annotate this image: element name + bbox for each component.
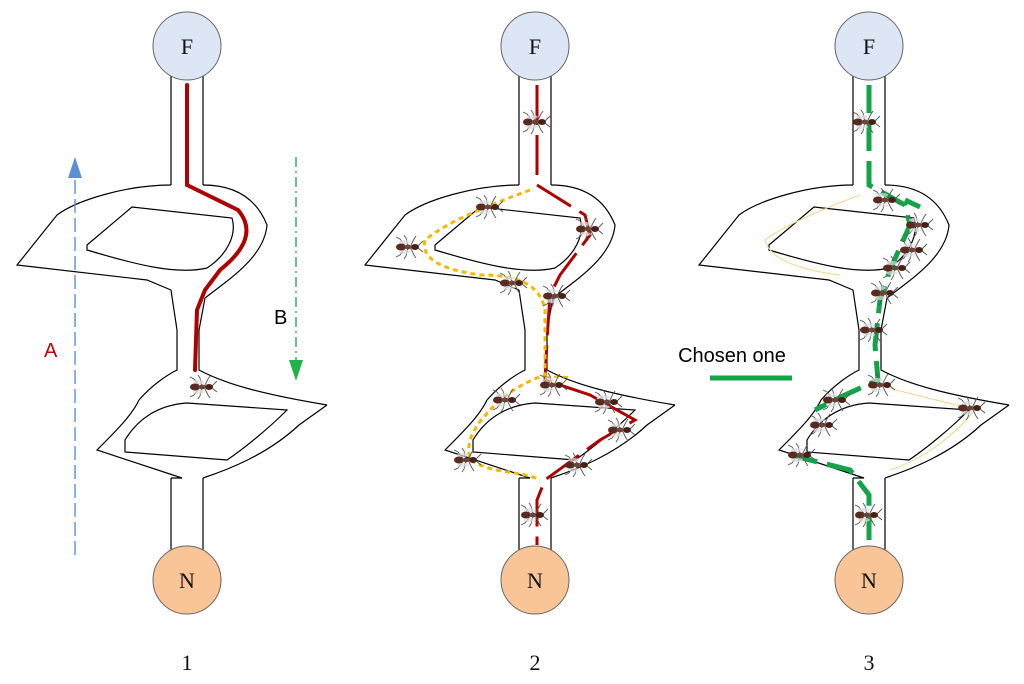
arrow-b-label: B bbox=[274, 307, 287, 329]
food-node-label: F bbox=[863, 34, 875, 59]
legend: Chosen one bbox=[678, 345, 792, 381]
ant-icon bbox=[787, 442, 816, 468]
ant-icon bbox=[899, 237, 928, 263]
nest-node: N bbox=[152, 545, 222, 615]
arrow-b bbox=[289, 157, 303, 381]
legend-chosen-label: Chosen one bbox=[678, 345, 786, 367]
ant-icon bbox=[872, 187, 901, 213]
panel-2-label: 2 bbox=[530, 650, 541, 675]
food-node-label: F bbox=[529, 34, 541, 59]
panel-3-label: 3 bbox=[864, 650, 875, 675]
ant-icon bbox=[395, 234, 424, 260]
panel-2: F N 2 bbox=[364, 11, 676, 675]
yellow-path bbox=[422, 188, 547, 482]
red-path bbox=[185, 83, 249, 372]
food-node: F bbox=[152, 11, 222, 81]
panel-1-label: 1 bbox=[182, 650, 193, 675]
arrow-a bbox=[68, 157, 82, 555]
green-path bbox=[789, 85, 913, 540]
panel-3: F N 3 bbox=[698, 11, 1010, 675]
arrow-a-label: A bbox=[44, 340, 58, 362]
maze-outline bbox=[698, 67, 1010, 551]
ant-icon bbox=[492, 387, 521, 413]
red-path bbox=[535, 85, 639, 545]
food-node: F bbox=[500, 11, 570, 81]
ant-icon bbox=[539, 372, 568, 398]
ant-icon bbox=[905, 212, 934, 238]
nest-node-label: N bbox=[527, 568, 543, 593]
nest-node-label: N bbox=[179, 568, 195, 593]
nest-node-label: N bbox=[861, 568, 877, 593]
food-node: F bbox=[834, 11, 904, 81]
ant-icon bbox=[453, 447, 482, 473]
ant-icon bbox=[822, 387, 851, 413]
panel-1: A B F N 1 bbox=[16, 11, 328, 675]
ant-icon bbox=[870, 280, 899, 306]
ant-icon bbox=[475, 194, 504, 220]
ant-icon bbox=[499, 270, 528, 296]
food-node-label: F bbox=[181, 34, 193, 59]
maze-outline bbox=[364, 67, 676, 551]
nest-node: N bbox=[500, 545, 570, 615]
ant-icon bbox=[520, 502, 549, 528]
ant-icon bbox=[867, 372, 896, 398]
ant-icon bbox=[189, 374, 218, 400]
nest-node: N bbox=[834, 545, 904, 615]
ant-icon bbox=[809, 412, 838, 438]
